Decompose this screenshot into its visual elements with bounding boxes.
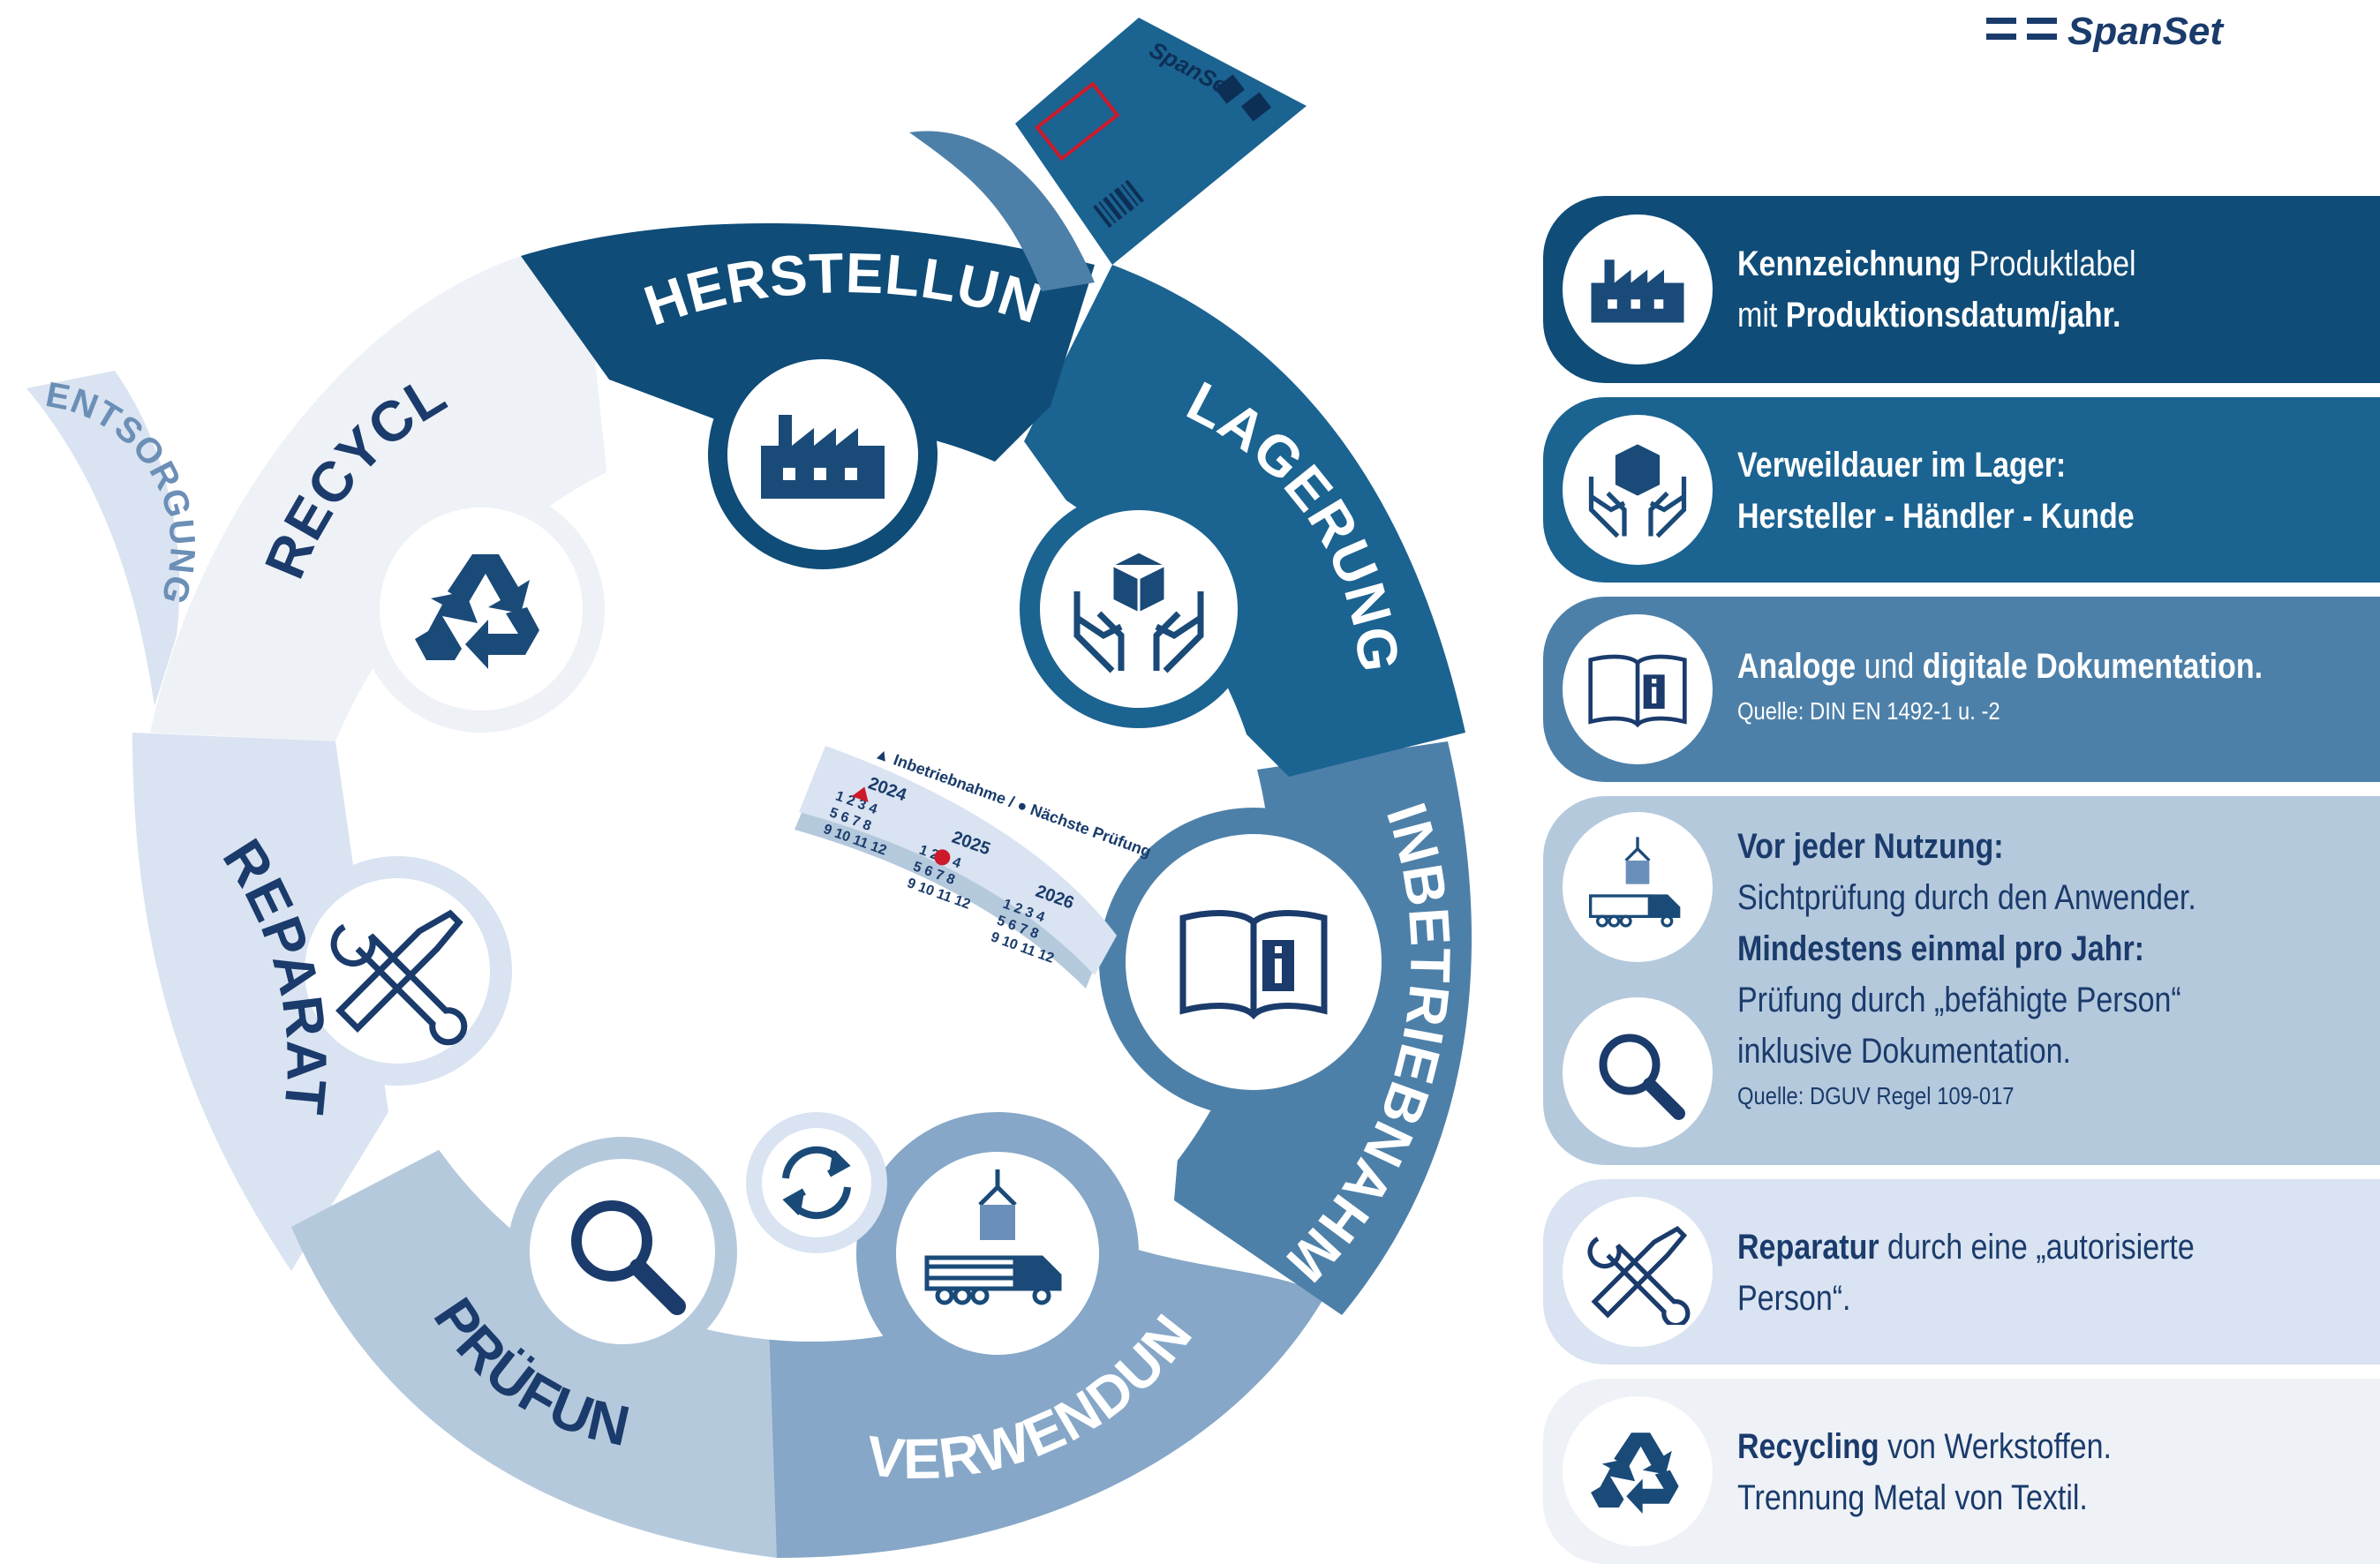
product-label-tag: SpanSet: [909, 18, 1307, 291]
calendar-band: ▲ Inbetriebnahme / ● Nächste Prüfung 202…: [795, 744, 1154, 989]
box-in-hands-icon: [1073, 550, 1204, 673]
box-in-hands-icon: [1563, 415, 1713, 565]
logo-text: SpanSet: [2067, 10, 2225, 53]
manual-info-icon: [1179, 910, 1328, 1019]
truck-crane-icon: [1563, 812, 1713, 962]
spanset-logo: SpanSet: [1986, 10, 2225, 53]
segment-recycle: [150, 256, 609, 741]
factory-icon: [761, 415, 885, 499]
info-card-lagerung: Verweildauer im Lager: Hersteller - Händ…: [1543, 397, 2380, 583]
info-text-herstellung: Kennzeichnung Produktlabel mit Produktio…: [1737, 244, 2136, 335]
info-card-herstellung: Kennzeichnung Produktlabel mit Produktio…: [1543, 196, 2380, 383]
recycle-icon: [415, 554, 539, 669]
truck-crane-icon: [924, 1169, 1062, 1305]
manual-info-icon: [1563, 614, 1713, 764]
info-text-verwendung: Vor jeder Nutzung: Sichtprüfung durch de…: [1737, 821, 2269, 1116]
info-text-recycle: Recycling von Werkstoffen. Trennung Meta…: [1737, 1427, 2112, 1517]
recycle-icon: [1563, 1396, 1713, 1546]
info-card-inbetriebnahme: Analoge und digitale Dokumentation. Quel…: [1543, 597, 2380, 782]
info-card-reparatur: Reparatur durch eine „autorisierte Perso…: [1543, 1179, 2380, 1365]
entsorgung-band: [26, 371, 180, 706]
tools-icon: [330, 909, 468, 1046]
refresh-cycle-icon: [782, 1146, 851, 1220]
factory-icon: [1563, 214, 1713, 365]
lifecycle-wheel: ENTSORGUNG HERSTELLUNG LAGERUNG INBETRIE…: [0, 0, 1472, 1558]
info-text-lagerung: Verweildauer im Lager: Hersteller - Händ…: [1737, 446, 2135, 536]
segment-lagerung: [1024, 265, 1465, 777]
info-text-reparatur: Reparatur durch eine „autorisierte Perso…: [1737, 1228, 2195, 1318]
info-card-recycle: Recycling von Werkstoffen. Trennung Meta…: [1543, 1379, 2380, 1564]
tools-icon: [1563, 1197, 1713, 1347]
info-text-inbetriebnahme: Analoge und digitale Dokumentation. Quel…: [1737, 641, 2269, 731]
segment-reparatur: [132, 733, 388, 1271]
info-card-verwendung-pruefung: Vor jeder Nutzung: Sichtprüfung durch de…: [1543, 796, 2380, 1165]
magnifier-icon: [1563, 997, 1713, 1147]
source-din: Quelle: DIN EN 1492-1 u. -2: [1737, 697, 2000, 725]
source-dguv: Quelle: DGUV Regel 109-017: [1737, 1082, 2015, 1109]
magnifier-icon: [571, 1200, 686, 1315]
